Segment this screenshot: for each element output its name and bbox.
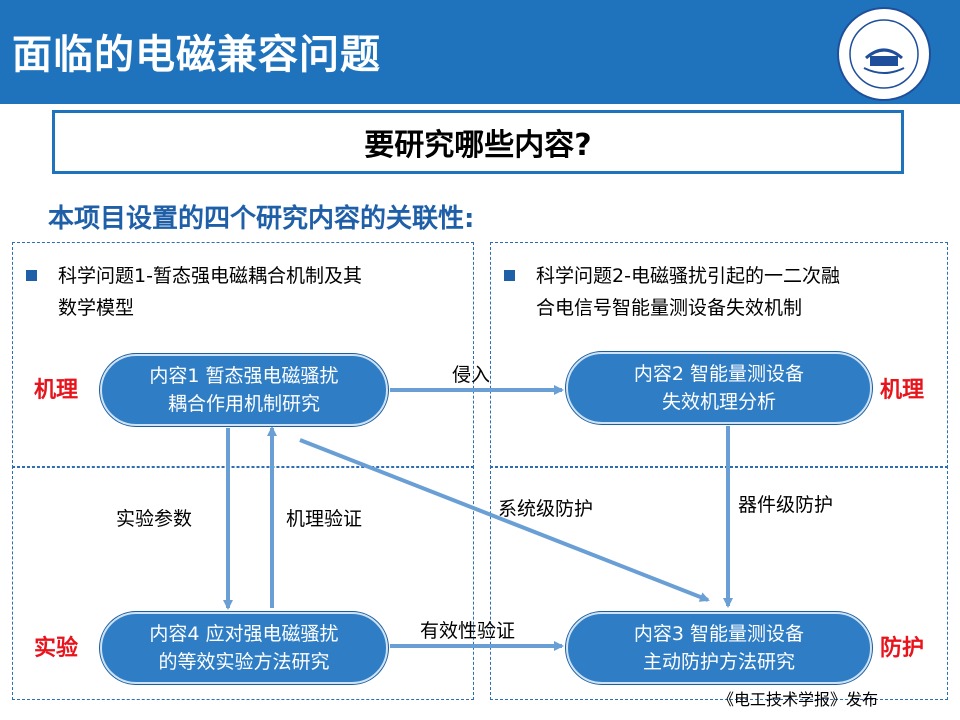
university-emblem-icon [837, 7, 931, 101]
bullet-icon [26, 270, 37, 281]
content-3-pill: 内容3 智能量测设备 主动防护方法研究 [566, 612, 872, 684]
side-label-right-bottom: 防护 [880, 636, 925, 661]
arrow-label-device-protect: 器件级防护 [738, 494, 834, 516]
problem-2-text: 科学问题2-电磁骚扰引起的一二次融 合电信号智能量测设备失效机制 [536, 260, 840, 324]
section-subtitle: 本项目设置的四个研究内容的关联性: [48, 204, 475, 234]
problem-2-line1: 科学问题2-电磁骚扰引起的一二次融 [536, 265, 840, 287]
arrow-c1-to-c3 [299, 438, 710, 602]
content-4-pill: 内容4 应对强电磁骚扰 的等效实验方法研究 [100, 612, 388, 684]
arrow-label-exp-params: 实验参数 [116, 508, 193, 530]
side-label-left-bottom: 实验 [34, 636, 79, 661]
header-bar: 面临的电磁兼容问题 [0, 0, 960, 104]
arrow-label-system-protect: 系统级防护 [498, 498, 594, 520]
quadrant-top-left [12, 242, 474, 468]
side-label-left-top: 机理 [34, 378, 79, 403]
arrow-label-effect-verify: 有效性验证 [420, 620, 516, 642]
problem-1-line1: 科学问题1-暂态强电磁耦合机制及其 [58, 265, 362, 287]
problem-1-text: 科学问题1-暂态强电磁耦合机制及其 数学模型 [58, 260, 362, 324]
question-box: 要研究哪些内容? [52, 110, 904, 174]
arrow-label-mech-verify: 机理验证 [286, 508, 363, 530]
quadrant-bottom-left [12, 466, 474, 700]
problem-2-line2: 合电信号智能量测设备失效机制 [536, 297, 803, 319]
page-title: 面临的电磁兼容问题 [12, 32, 381, 78]
content-1-line2: 耦合作用机制研究 [167, 393, 320, 415]
quadrant-top-right [490, 242, 948, 468]
arrow-label-invade: 侵入 [452, 364, 491, 386]
content-1-line1: 内容1 暂态强电磁骚扰 [149, 365, 339, 387]
problem-1-line2: 数学模型 [58, 297, 135, 319]
content-4-line2: 的等效实验方法研究 [158, 651, 330, 673]
side-label-right-top: 机理 [880, 378, 925, 403]
content-1-pill: 内容1 暂态强电磁骚扰 耦合作用机制研究 [100, 354, 388, 426]
content-2-line1: 内容2 智能量测设备 [633, 363, 805, 385]
content-3-line2: 主动防护方法研究 [642, 651, 795, 673]
source-footer: 《电工技术学报》发布 [718, 690, 879, 709]
content-2-line2: 失效机理分析 [661, 391, 776, 413]
content-4-line1: 内容4 应对强电磁骚扰 [149, 623, 339, 645]
content-2-pill: 内容2 智能量测设备 失效机理分析 [566, 352, 872, 424]
quadrant-bottom-right [490, 466, 948, 700]
bullet-icon [504, 270, 515, 281]
content-3-line1: 内容3 智能量测设备 [633, 623, 805, 645]
